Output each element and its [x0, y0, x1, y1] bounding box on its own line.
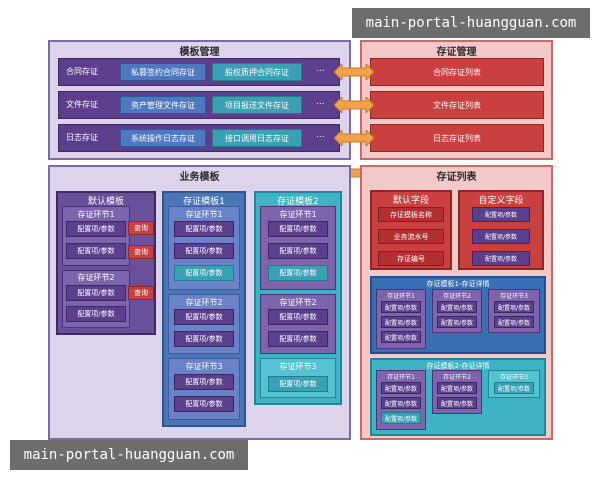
config-item[interactable]: 配置项/参数 — [66, 285, 126, 301]
config-item[interactable]: 配置项/参数 — [268, 221, 328, 237]
query-button[interactable]: 查询 — [128, 221, 154, 235]
field-item[interactable]: 存证模板名称 — [378, 207, 444, 222]
template2-detail-title: 存证模板2-存证详情 — [426, 362, 490, 370]
config-item[interactable]: 配置项/参数 — [174, 309, 234, 325]
config-item[interactable]: 配置项/参数 — [381, 301, 421, 313]
evidence-list-log[interactable]: 日志存证列表 — [370, 124, 544, 152]
business-templates-title: 业务模板 — [179, 172, 220, 183]
section-title: 存证环节2 — [443, 374, 471, 381]
double-arrow-icon — [334, 97, 374, 113]
config-item[interactable]: 配置项/参数 — [437, 301, 477, 313]
config-item[interactable]: 配置项/参数 — [174, 374, 234, 390]
template-row-label: 文件存证 — [66, 100, 98, 109]
section-title: 存证环节3 — [279, 362, 317, 371]
config-item[interactable]: 配置项/参数 — [381, 412, 421, 424]
default-fields-title: 默认字段 — [392, 196, 429, 206]
evidence-management-title: 存证管理 — [436, 47, 477, 58]
section-title: 存证环节3 — [500, 293, 528, 300]
template-chip[interactable]: 资产管理文件存证 — [120, 96, 206, 114]
evidence-list-title: 存证列表 — [436, 172, 477, 183]
config-item[interactable]: 配置项/参数 — [174, 221, 234, 237]
watermark-top: main-portal-huangguan.com — [352, 8, 590, 38]
config-item[interactable]: 配置项/参数 — [174, 331, 234, 347]
section-title: 存证环节3 — [185, 362, 223, 371]
section-title: 存证环节2 — [77, 273, 115, 282]
section-title: 存证环节1 — [387, 293, 415, 300]
config-item[interactable]: 配置项/参数 — [66, 306, 126, 322]
default-template-title: 默认模板 — [87, 197, 124, 207]
section-title: 存证环节1 — [387, 374, 415, 381]
double-arrow-icon — [334, 130, 374, 146]
config-item[interactable]: 配置项/参数 — [174, 265, 234, 281]
template-chip[interactable]: 股权质押合同存证 — [212, 63, 302, 81]
evidence-list-file[interactable]: 文件存证列表 — [370, 91, 544, 119]
config-item[interactable]: 配置项/参数 — [494, 301, 534, 313]
config-item[interactable]: 配置项/参数 — [174, 243, 234, 259]
more-indicator: ... — [316, 64, 325, 74]
template2-title: 存证模板2 — [277, 197, 319, 207]
config-item[interactable]: 配置项/参数 — [66, 243, 126, 259]
config-item[interactable]: 配置项/参数 — [381, 316, 421, 328]
section-title: 存证环节2 — [443, 293, 471, 300]
config-item[interactable]: 配置项/参数 — [437, 316, 477, 328]
section-title: 存证环节1 — [279, 210, 317, 219]
field-item[interactable]: 配置项/参数 — [472, 207, 530, 222]
config-item[interactable]: 配置项/参数 — [66, 221, 126, 237]
template-chip[interactable]: 项目报送文件存证 — [212, 96, 302, 114]
config-item[interactable]: 配置项/参数 — [268, 309, 328, 325]
config-item[interactable]: 配置项/参数 — [437, 382, 477, 394]
config-item[interactable]: 配置项/参数 — [174, 396, 234, 412]
custom-fields-title: 自定义字段 — [478, 196, 524, 206]
config-item[interactable]: 配置项/参数 — [268, 243, 328, 259]
template-chip[interactable]: 系统操作日志存证 — [120, 129, 206, 147]
section-title: 存证环节1 — [77, 210, 115, 219]
template-chip[interactable]: 私募签约合同存证 — [120, 63, 206, 81]
section-title: 存证环节2 — [185, 298, 223, 307]
more-indicator: ... — [316, 130, 325, 140]
config-item[interactable]: 配置项/参数 — [268, 265, 328, 281]
field-item[interactable]: 业务流水号 — [378, 229, 444, 244]
field-item[interactable]: 配置项/参数 — [472, 251, 530, 266]
section-title: 存证环节3 — [500, 374, 528, 381]
field-item[interactable]: 配置项/参数 — [472, 229, 530, 244]
template-chip[interactable]: 接口调用日志存证 — [212, 129, 302, 147]
config-item[interactable]: 配置项/参数 — [494, 316, 534, 328]
config-item[interactable]: 配置项/参数 — [437, 397, 477, 409]
query-button[interactable]: 查询 — [128, 245, 154, 259]
section-title: 存证环节1 — [185, 210, 223, 219]
more-indicator: ... — [316, 97, 325, 107]
evidence-list-contract[interactable]: 合同存证列表 — [370, 58, 544, 86]
config-item[interactable]: 配置项/参数 — [268, 331, 328, 347]
config-item[interactable]: 配置项/参数 — [381, 382, 421, 394]
section-title: 存证环节2 — [279, 298, 317, 307]
config-item[interactable]: 配置项/参数 — [494, 382, 534, 394]
query-button[interactable]: 查询 — [128, 286, 154, 300]
config-item[interactable]: 配置项/参数 — [268, 376, 328, 392]
template-row-label: 日志存证 — [66, 133, 98, 142]
template1-title: 存证模板1 — [183, 197, 225, 207]
double-arrow-icon — [334, 64, 374, 80]
watermark-bottom: main-portal-huangguan.com — [10, 440, 248, 470]
config-item[interactable]: 配置项/参数 — [381, 397, 421, 409]
field-item[interactable]: 存证编号 — [378, 251, 444, 266]
template-management-title: 模板管理 — [179, 47, 220, 58]
config-item[interactable]: 配置项/参数 — [381, 331, 421, 343]
template1-detail-title: 存证模板1-存证详情 — [426, 280, 490, 288]
template-row-label: 合同存证 — [66, 67, 98, 76]
